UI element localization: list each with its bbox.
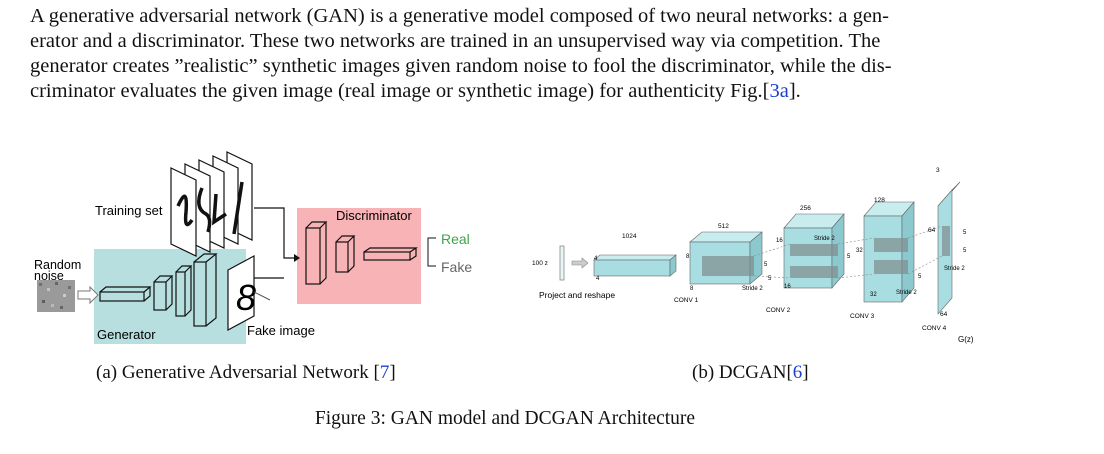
conv2-label: CONV 2 <box>766 307 791 314</box>
dim-label: 16 <box>776 238 783 244</box>
discriminator-layers <box>305 221 418 285</box>
fake-image-label: Fake image <box>247 323 315 338</box>
figure-reference-link[interactable]: 3a <box>769 80 789 102</box>
training-set-images <box>170 151 253 257</box>
arrow-icon <box>254 207 294 259</box>
dim-label: 64 <box>940 311 948 318</box>
paragraph-line: generator creates ”realistic” synthetic … <box>30 55 892 77</box>
dim-label: 5 <box>847 254 851 260</box>
dim-label: 4 <box>594 256 598 262</box>
conv1-volume <box>689 231 763 285</box>
paragraph-text: ]. <box>788 80 801 102</box>
dim-label: 32 <box>870 292 877 298</box>
stride-label: Stride 2 <box>944 266 965 272</box>
generator-label: Generator <box>97 327 156 342</box>
subcaption-text: ] <box>389 362 396 383</box>
output-label: G(z) <box>958 335 974 344</box>
citation-link[interactable]: 7 <box>379 362 390 383</box>
conv3-label: CONV 3 <box>850 313 875 320</box>
subcaption-b: (b) DCGAN[6] <box>692 362 809 384</box>
dim-label: 5 <box>963 248 967 254</box>
z-vector <box>559 245 565 281</box>
dim-label: 5 <box>918 274 922 280</box>
fake-digit: 8 <box>236 277 256 318</box>
figure-caption: Figure 3: GAN model and DCGAN Architectu… <box>314 408 696 429</box>
dim-label: 128 <box>874 197 885 204</box>
project-volume <box>593 254 677 277</box>
paragraph-line: A generative adversarial network (GAN) i… <box>30 5 889 27</box>
conv2-volume <box>783 213 845 289</box>
subcaption-text: ] <box>802 362 809 383</box>
citation-link[interactable]: 6 <box>792 362 803 383</box>
dim-label: 8 <box>686 254 690 260</box>
discriminator-box <box>297 208 421 304</box>
stride-label: Stride 2 <box>896 290 917 296</box>
random-noise-label: Random <box>34 258 81 272</box>
arrow-icon <box>571 257 589 269</box>
conv3-volume <box>863 201 915 303</box>
dim-label: 512 <box>718 223 729 230</box>
dim-label: 5 <box>963 230 967 236</box>
output-bracket <box>427 237 436 267</box>
dim-label: 1024 <box>622 233 637 240</box>
dcgan-diagram: 100 z Project and reshape 1024 512 256 1… <box>532 167 974 344</box>
dim-label: 3 <box>936 167 940 174</box>
generator-layers <box>99 253 218 327</box>
subcaption-text: (a) Generative Adversarial Network [ <box>96 362 380 383</box>
dim-label: 5 <box>764 262 768 268</box>
training-set-label: Training set <box>95 203 163 218</box>
discriminator-label: Discriminator <box>336 208 413 223</box>
fake-image-card <box>227 254 255 332</box>
body-paragraph: A generative adversarial network (GAN) i… <box>30 4 1080 104</box>
fake-label: Fake <box>441 259 472 275</box>
z-label: 100 z <box>532 260 548 267</box>
dim-label: 4 <box>596 276 600 282</box>
noise-texture <box>39 282 71 309</box>
dim-label: 8 <box>690 286 694 292</box>
real-label: Real <box>441 231 470 247</box>
conv4-label: CONV 4 <box>922 325 947 332</box>
arrow-icon <box>77 285 99 305</box>
paragraph-line: criminator evaluates the given image (re… <box>30 79 1080 104</box>
dim-label: 5 <box>768 276 772 282</box>
gan-diagram: 8 Training set Random noise Generator Fa… <box>34 151 472 344</box>
conv1-label: CONV 1 <box>674 297 699 304</box>
paragraph-text: criminator evaluates the given image (re… <box>30 80 770 102</box>
random-noise-label: noise <box>34 269 64 283</box>
random-noise-image <box>37 280 75 312</box>
dim-label: 16 <box>784 284 791 290</box>
project-label: Project and reshape <box>539 290 615 300</box>
stride-label: Stride 2 <box>814 236 835 242</box>
subcaption-a: (a) Generative Adversarial Network [7] <box>96 362 396 384</box>
dim-label: 256 <box>800 205 811 212</box>
subcaption-text: (b) DCGAN[ <box>692 362 793 383</box>
paragraph-line: erator and a discriminator. These two ne… <box>30 30 881 52</box>
stride-label: Stride 2 <box>742 286 763 292</box>
dim-label: 64 <box>928 227 936 234</box>
generator-box <box>94 249 246 344</box>
output-volume <box>937 181 961 315</box>
connector-lines <box>753 225 943 279</box>
dim-label: 32 <box>856 248 863 254</box>
